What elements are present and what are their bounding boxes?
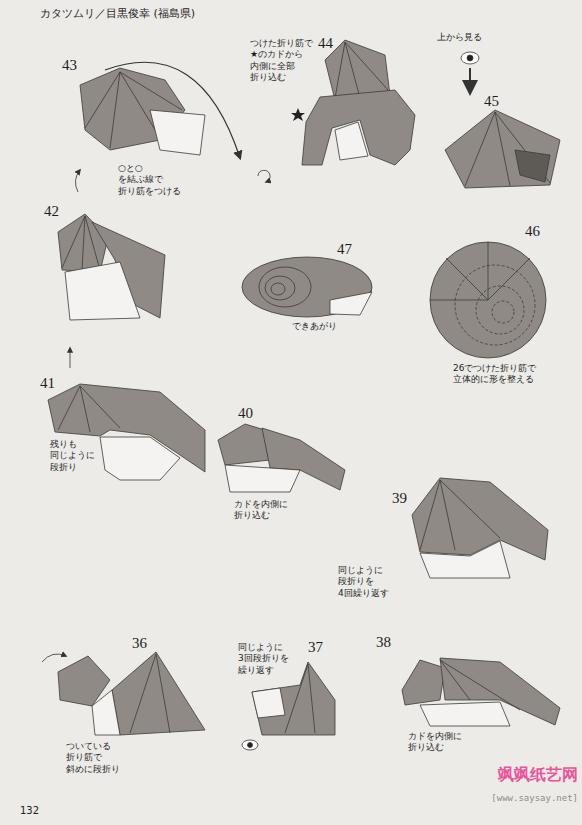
step-number: 47 <box>337 242 352 257</box>
step-number: 38 <box>376 635 391 650</box>
step-number: 46 <box>525 224 540 239</box>
instruction-note: 26でつけた折り筋で 立体的に形を整える <box>453 363 536 386</box>
step-number: 45 <box>484 94 499 109</box>
instruction-note: ついている 折り筋で 斜めに段折り <box>66 741 120 775</box>
instruction-note: 残りも 同じように 段折り <box>50 439 95 473</box>
instruction-note: カドを内側に 折り込む <box>408 731 462 754</box>
instruction-note: 上から見る <box>437 32 482 43</box>
step-number: 40 <box>238 406 253 421</box>
page-number: 132 <box>20 806 39 816</box>
instruction-note: つけた折り筋で ★のカドから 内側に全部 折り込む <box>250 38 313 83</box>
step-number: 42 <box>44 204 59 219</box>
instruction-note: できあがり <box>292 321 337 332</box>
instruction-note: カドを内側に 折り込む <box>234 499 288 522</box>
step-number: 43 <box>62 58 77 73</box>
instruction-note: 同じように 段折りを 4回繰り返す <box>338 565 389 599</box>
watermark: 飒飒纸艺网 <box>498 765 578 786</box>
step-number: 39 <box>392 491 407 506</box>
step-number: 36 <box>132 636 147 651</box>
page-heading: カタツムリ／目黒俊幸 (福島県) <box>40 7 195 20</box>
instruction-note: 同じように 3回段折りを 繰り返す <box>238 642 289 676</box>
step-number: 41 <box>40 376 55 391</box>
watermark: [www.saysay.net] <box>491 793 578 803</box>
step-number: 44 <box>318 36 333 51</box>
step-number: 37 <box>308 640 323 655</box>
instruction-note: ○と○を結ぶ線で 折り筋をつける <box>118 163 181 197</box>
